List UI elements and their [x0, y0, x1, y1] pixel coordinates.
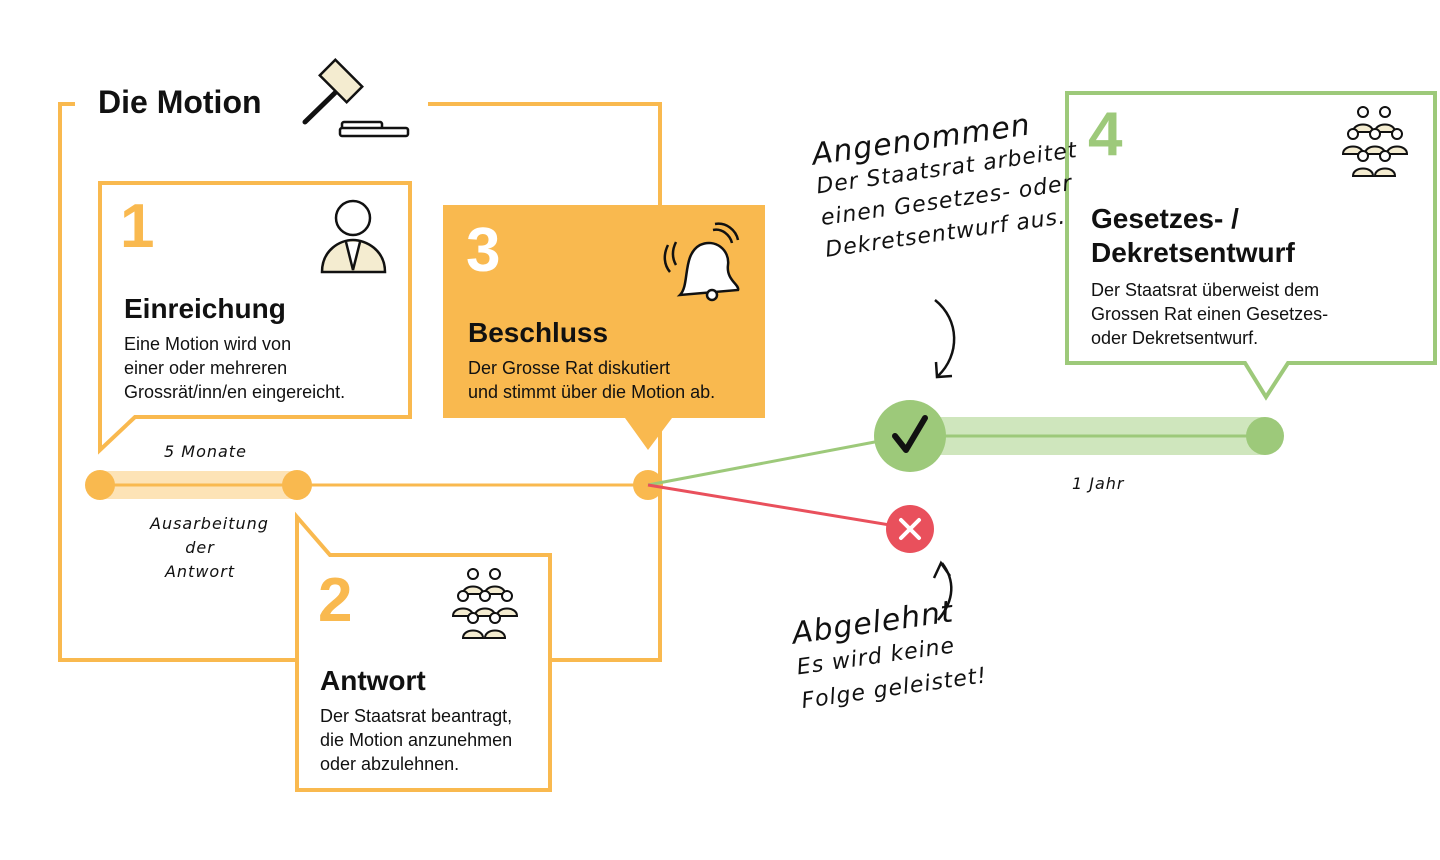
- box-2-outline: [295, 511, 552, 792]
- person-body: [461, 629, 485, 639]
- rejected-line: [647, 483, 891, 527]
- phase-label: Ausarbeitung der Antwort: [150, 512, 269, 584]
- text-line: Grossen Rat einen Gesetzes-: [1091, 304, 1329, 324]
- person-body: [1351, 167, 1375, 177]
- text-line: oder abzulehnen.: [320, 754, 460, 774]
- person-head: [1347, 128, 1359, 140]
- check-icon: [892, 415, 928, 453]
- text-line: einer oder mehreren: [124, 358, 288, 378]
- person-icon: [320, 199, 387, 274]
- x-icon: [899, 518, 921, 540]
- page-title: Die Motion: [98, 84, 262, 120]
- text-line: der Antwort: [164, 538, 236, 581]
- timeline-dot: [85, 470, 115, 500]
- accepted-line: [647, 439, 881, 487]
- step-number: 3: [466, 216, 501, 285]
- step-text: Eine Motion wird von einer oder mehreren…: [124, 332, 345, 404]
- gavel-icon: [302, 58, 410, 138]
- person-head: [457, 590, 469, 602]
- person-head: [501, 590, 513, 602]
- step-heading: Gesetzes- / Dekretsentwurf: [1091, 202, 1295, 270]
- step-number: 4: [1088, 100, 1123, 169]
- person-head: [1379, 150, 1391, 162]
- text-line: Der Staatsrat überweist dem: [1091, 280, 1320, 300]
- step-text: Der Grosse Rat diskutiert und stimmt übe…: [468, 356, 715, 404]
- person-head: [1357, 106, 1369, 118]
- text-line: die Motion anzunehmen: [320, 730, 513, 750]
- duration-label: 1 Jahr: [1072, 474, 1125, 493]
- person-head: [479, 590, 491, 602]
- step-heading: Antwort: [320, 665, 426, 696]
- timeline-dot: [282, 470, 312, 500]
- text-line: und stimmt über die Motion ab.: [468, 382, 716, 402]
- text-line: Grossrät/inn/en eingereicht.: [124, 382, 346, 402]
- heading-line: Gesetzes- /: [1091, 203, 1239, 234]
- person-body: [1373, 167, 1397, 177]
- frame-line: [428, 102, 662, 205]
- text-line: Ausarbeitung: [150, 514, 269, 533]
- box-4-outline: [1065, 91, 1437, 401]
- arrow-down-icon: [934, 299, 956, 379]
- person-head: [1379, 106, 1391, 118]
- text-line: Der Staatsrat beantragt,: [320, 706, 513, 726]
- step-heading: Einreichung: [124, 293, 286, 324]
- arrow-up-icon: [932, 560, 953, 621]
- frame-line: [552, 418, 662, 662]
- text-line: oder Dekretsentwurf.: [1091, 328, 1259, 348]
- step-number: 1: [120, 192, 155, 261]
- frame-line: [58, 102, 297, 662]
- step-text: Der Staatsrat beantragt, die Motion anzu…: [320, 704, 512, 776]
- group-icon: [1341, 106, 1409, 177]
- text-line: Eine Motion wird von: [124, 334, 292, 354]
- step-heading: Beschluss: [468, 317, 609, 348]
- person-head: [467, 612, 479, 624]
- text-line: Der Grosse Rat diskutiert: [468, 358, 671, 378]
- person-body: [483, 629, 507, 639]
- person-head: [1357, 150, 1369, 162]
- person-head: [1391, 128, 1403, 140]
- heading-line: Dekretsentwurf: [1091, 237, 1295, 268]
- green-end-dot: [1246, 417, 1284, 455]
- person-head: [489, 612, 501, 624]
- step-number: 2: [318, 566, 353, 635]
- box-3-fill: [443, 205, 765, 450]
- step-text: Der Staatsrat überweist dem Grossen Rat …: [1091, 278, 1328, 350]
- person-head: [467, 568, 479, 580]
- bell-icon: [663, 222, 740, 302]
- accepted-circle: [874, 400, 946, 472]
- group-icon: [451, 568, 519, 639]
- duration-label: 5 Monate: [164, 442, 247, 461]
- person-head: [489, 568, 501, 580]
- person-head: [1369, 128, 1381, 140]
